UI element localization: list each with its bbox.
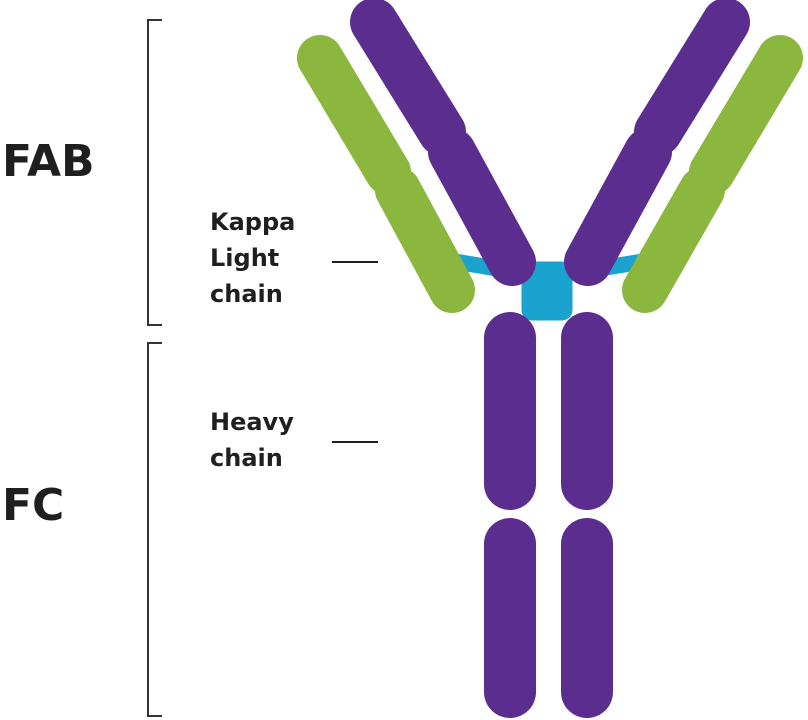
left-light-chain-constant: [375, 167, 475, 313]
right-heavy-arm-constant: [564, 128, 672, 286]
right-heavy-stem-lower: [561, 518, 613, 718]
left-heavy-arm-variable: [350, 0, 466, 156]
left-heavy-arm-constant: [428, 128, 536, 286]
left-light-chain-variable: [297, 35, 411, 195]
fc-region-label: FC: [2, 480, 64, 531]
left-heavy-stem-upper: [484, 312, 536, 510]
hinge-bond-block: [521, 261, 573, 321]
heavy-chain-label: Heavy chain: [210, 408, 294, 472]
light-chain-label: Kappa Light chain: [210, 208, 295, 308]
right-heavy-stem-upper: [561, 312, 613, 510]
heavy-chain-arms: [350, 0, 750, 286]
light-chains: [297, 35, 803, 313]
fc-bracket: [147, 342, 162, 717]
fab-region-label: FAB: [2, 136, 95, 187]
left-heavy-stem-lower: [484, 518, 536, 718]
right-heavy-arm-variable: [634, 0, 750, 156]
right-light-chain-variable: [689, 35, 803, 195]
light-chain-label-line-1: Kappa: [210, 208, 295, 236]
light-chain-label-line-3: chain: [210, 280, 283, 308]
heavy-chain-stem: [484, 312, 613, 718]
fab-bracket: [147, 19, 162, 326]
heavy-chain-label-line-1: Heavy: [210, 408, 294, 436]
disulfide-bonds: [450, 254, 648, 321]
light-chain-label-line-2: Light: [210, 244, 279, 272]
heavy-chain-label-line-2: chain: [210, 444, 283, 472]
right-light-chain-constant: [622, 167, 725, 313]
